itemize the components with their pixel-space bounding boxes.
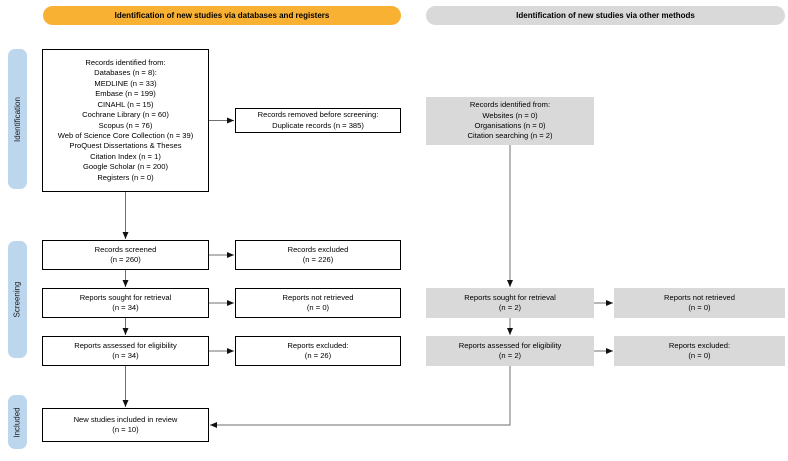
box-reports-excluded-other: Reports excluded: (n = 0) (614, 336, 785, 366)
stage-label-screening: Screening (8, 241, 27, 358)
stage-label-identification: Identification (8, 49, 27, 189)
stage-label-screening-text: Screening (13, 281, 22, 318)
box-reports-sought-other: Reports sought for retrieval (n = 2) (426, 288, 594, 318)
box-reports-not-retrieved-databases: Reports not retrieved (n = 0) (235, 288, 401, 318)
box-reports-assessed-databases: Reports assessed for eligibility (n = 34… (42, 336, 209, 366)
box-reports-assessed-other: Reports assessed for eligibility (n = 2) (426, 336, 594, 366)
header-databases-registers: Identification of new studies via databa… (43, 6, 401, 25)
box-new-studies-included: New studies included in review (n = 10) (42, 408, 209, 442)
header-other-methods: Identification of new studies via other … (426, 6, 785, 25)
box-reports-excluded-databases: Reports excluded: (n = 26) (235, 336, 401, 366)
box-records-excluded: Records excluded (n = 226) (235, 240, 401, 270)
stage-label-included: Included (8, 395, 27, 449)
stage-label-included-text: Included (13, 406, 22, 438)
box-records-identified-databases: Records identified from: Databases (n = … (42, 49, 209, 192)
box-reports-sought-databases: Reports sought for retrieval (n = 34) (42, 288, 209, 318)
box-records-screened: Records screened (n = 260) (42, 240, 209, 270)
box-records-removed-before-screening: Records removed before screening: Duplic… (235, 108, 401, 133)
box-records-identified-other: Records identified from: Websites (n = 0… (426, 97, 594, 145)
box-reports-not-retrieved-other: Reports not retrieved (n = 0) (614, 288, 785, 318)
stage-label-identification-text: Identification (13, 96, 23, 142)
